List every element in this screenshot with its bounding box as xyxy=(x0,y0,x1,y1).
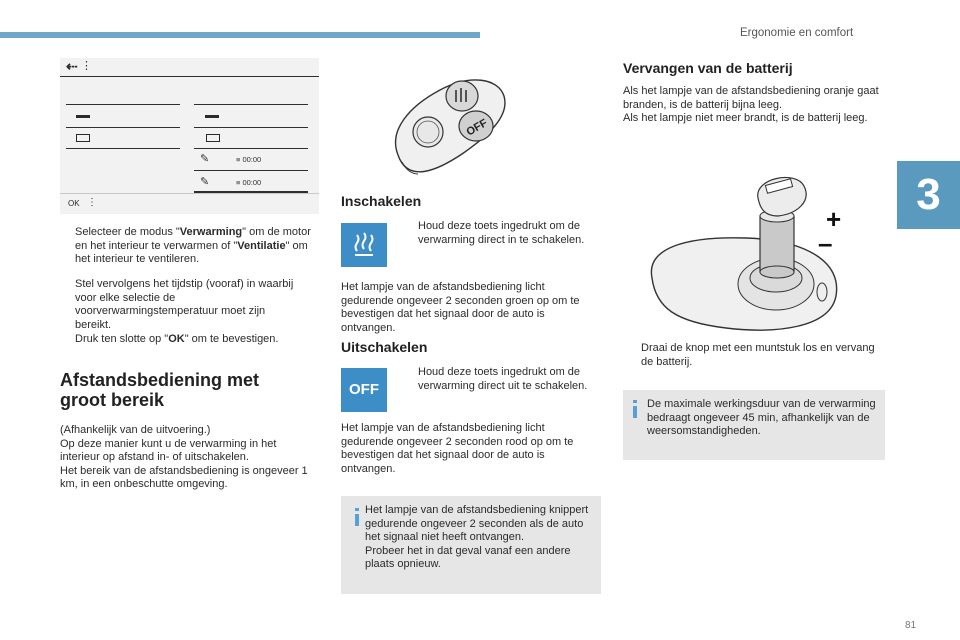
info-duration-text: De maximale werkingsduur van de verwarmi… xyxy=(647,398,876,437)
info-icon xyxy=(355,508,359,511)
screen-ok: OK xyxy=(68,199,80,208)
screen-row-line xyxy=(194,104,308,105)
screen-row-line xyxy=(66,127,180,128)
screen-bottom-bar xyxy=(60,193,319,194)
edit-pencil-icon: ✎ xyxy=(200,153,210,165)
screen-row-line xyxy=(194,127,308,128)
off-button-icon: OFF xyxy=(341,368,387,412)
battery-replacement-illustration: + – xyxy=(650,176,841,331)
battery-heading: Vervangen van de batterij xyxy=(623,60,793,76)
edit-pencil-icon: ✎ xyxy=(200,176,210,188)
screen-time-1: ≡ 00:00 xyxy=(236,155,262,164)
heating-icon xyxy=(341,223,387,267)
section-title: Ergonomie en comfort xyxy=(740,27,854,39)
switch-off-description: Het lampje van de afstandsbediening lich… xyxy=(341,422,574,475)
info-box-signal: Het lampje van de afstandsbediening knip… xyxy=(341,496,601,594)
screen-row-line xyxy=(194,148,308,149)
battery-instruction: Draai de knop met een muntstuk los en ve… xyxy=(641,342,875,368)
screen-row-line xyxy=(66,148,180,149)
touchscreen-illustration: ⇠ ⋮ ✎ ≡ 00:00 ✎ ≡ 00:00 OK ⋮ xyxy=(60,58,319,214)
remote-control-illustration: OFF xyxy=(394,79,506,175)
menu-dots-icon: ⋮ xyxy=(81,60,92,72)
info-icon xyxy=(633,400,637,403)
screen-dash xyxy=(76,115,90,118)
screen-divider xyxy=(60,76,319,77)
info-icon xyxy=(355,514,359,526)
switch-on-heading: Inschakelen xyxy=(341,193,422,209)
info-signal-text: Het lampje van de afstandsbediening knip… xyxy=(365,504,589,570)
screen-row-line xyxy=(194,191,308,193)
page-number: 81 xyxy=(905,620,917,631)
screen-row-line xyxy=(66,104,180,105)
menu-dots-icon: ⋮ xyxy=(87,197,97,208)
screen-rect xyxy=(206,134,220,142)
header-bar xyxy=(0,32,480,38)
switch-off-heading: Uitschakelen xyxy=(341,339,428,355)
remote-description: (Afhankelijk van de uitvoering.) Op deze… xyxy=(60,424,308,490)
switch-off-instruction: Houd deze toets ingedrukt om de verwarmi… xyxy=(418,366,588,392)
battery-description: Als het lampje van de afstandsbediening … xyxy=(623,85,879,124)
screen-row-line xyxy=(194,170,308,171)
step-set-time: Stel vervolgens het tijdstip (vooraf) in… xyxy=(75,278,294,331)
screen-time-2: ≡ 00:00 xyxy=(236,178,262,187)
back-arrow-icon: ⇠ xyxy=(66,58,78,74)
minus-sign: – xyxy=(818,228,832,258)
step-select-mode: Selecteer de modus "Verwarming" om de mo… xyxy=(75,226,311,265)
remote-heading: Afstandsbediening met groot bereik xyxy=(60,370,260,410)
info-box-duration: De maximale werkingsduur van de verwarmi… xyxy=(623,390,885,460)
screen-rect xyxy=(76,134,90,142)
switch-on-instruction: Houd deze toets ingedrukt om de verwarmi… xyxy=(418,220,585,246)
step-confirm: Druk ten slotte op "OK" om te bevestigen… xyxy=(75,333,279,345)
switch-on-description: Het lampje van de afstandsbediening lich… xyxy=(341,281,580,334)
plus-sign: + xyxy=(826,204,841,234)
screen-dash xyxy=(205,115,219,118)
info-icon xyxy=(633,406,637,418)
chapter-tab: 3 xyxy=(897,161,960,229)
